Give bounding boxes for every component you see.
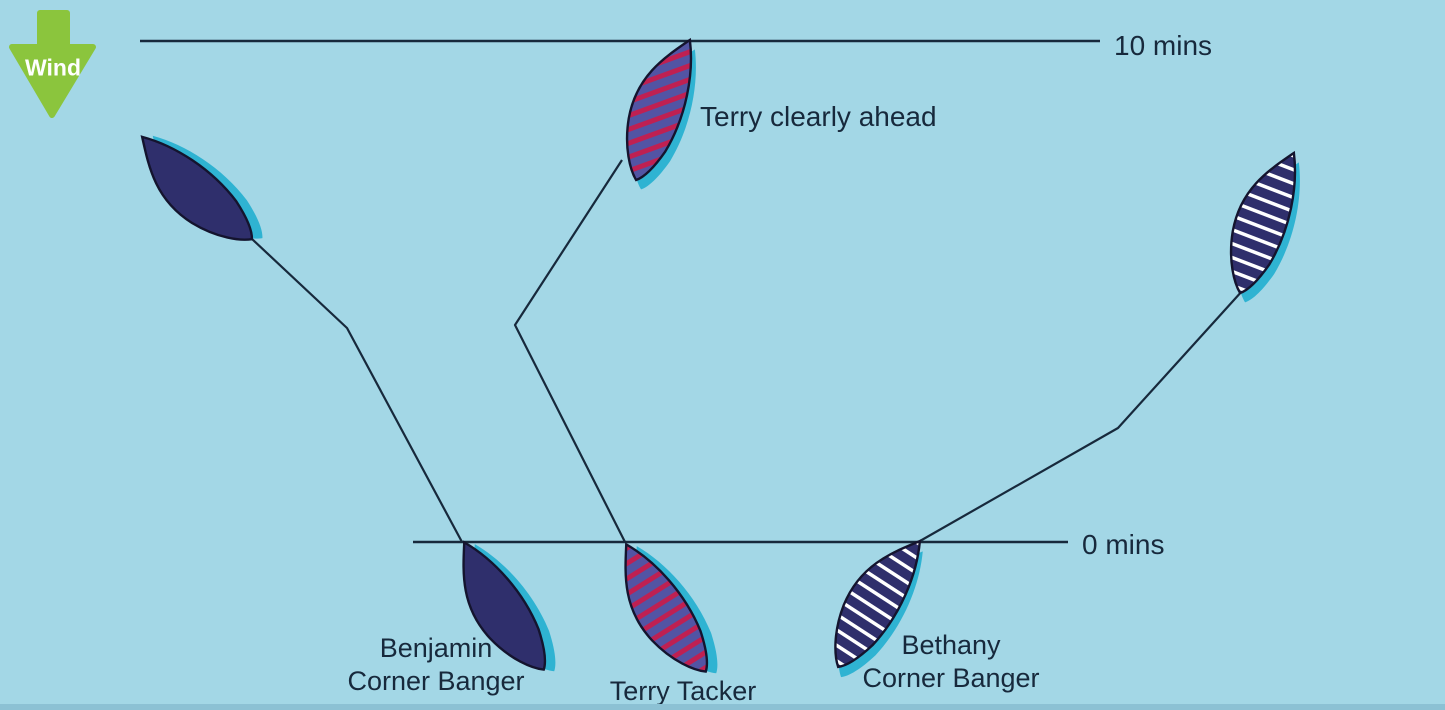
ten-min-line-label: 10 mins <box>1114 30 1213 61</box>
boat-hull <box>834 539 922 669</box>
wind-label: Wind <box>25 54 81 81</box>
boat-bethany-at-0min <box>834 539 923 678</box>
boat-benjamin-at-10min <box>140 135 263 241</box>
label-bethany-corner-banger: Bethany Corner Banger <box>862 629 1039 695</box>
wind-arrow <box>9 10 96 118</box>
boat-benjamin-at-0min <box>462 540 556 672</box>
label-line-1: Benjamin <box>379 633 493 663</box>
benjamin-track <box>251 238 463 543</box>
terry-track <box>513 159 626 543</box>
boat-hull <box>625 37 693 182</box>
footer-strip <box>0 704 1445 710</box>
boat-hull <box>462 540 547 671</box>
label-benjamin-corner-banger: Benjamin Corner Banger <box>347 632 524 698</box>
boat-terry-at-0min <box>624 542 718 674</box>
label-line-2: Corner Banger <box>347 666 525 696</box>
boat-hull <box>1229 150 1297 295</box>
label-terry-tacker: Terry Tacker <box>610 675 757 708</box>
label-line-1: Terry Tacker <box>609 676 757 706</box>
label-line-1: Bethany <box>901 630 1001 660</box>
boat-terry-at-10min <box>625 37 696 190</box>
label-line-2: Corner Banger <box>862 663 1040 693</box>
annotation-terry-clearly-ahead: Terry clearly ahead <box>700 101 937 132</box>
bethany-track <box>919 289 1244 542</box>
zero-min-line-label: 0 mins <box>1082 529 1165 560</box>
boat-hull <box>624 542 709 673</box>
boat-hull <box>140 135 254 241</box>
boat-bethany-at-10min <box>1229 150 1300 303</box>
